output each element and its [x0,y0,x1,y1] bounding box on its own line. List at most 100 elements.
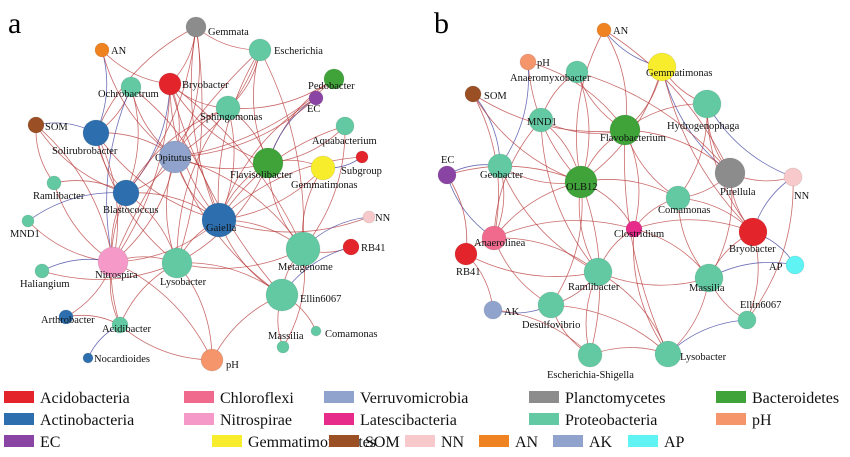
network-edge [169,83,304,250]
panel-b-letter: b [434,7,449,40]
node-label-gaiella: Gaiella [206,223,237,234]
network-edge [499,165,599,273]
network-edge [259,49,304,250]
legend-swatch-actinobacteria [4,413,34,425]
node-label-comamonas: Comamonas [658,205,711,216]
node-ec [308,90,324,106]
node-flavisolibacter [252,147,284,179]
node-acidibacter [111,316,129,334]
node-ellin6067 [265,278,299,312]
legend-swatch-acidobacteria [4,391,34,403]
legend-label-verruvomicrobia: Verruvomicrobia [360,390,468,407]
network-edge [176,107,229,264]
network-edge [446,174,468,255]
network-edge [174,97,317,158]
node-label-mnd1: MND1 [10,229,40,240]
legend-swatch-verruvomicrobia [324,391,354,403]
legend-label-ak: AK [589,434,613,451]
node-label-escherichia-shigella: Escherichia-Shigella [547,370,634,381]
node-blastococcus [112,179,140,207]
node-label-ak: AK [504,307,520,318]
network-edge [112,83,171,263]
node-lysobacter [654,340,682,368]
node-label-nitrospira: Nitrospira [95,270,138,281]
node-mnd1 [528,107,554,133]
network-edge [125,26,197,194]
legend-label-bacteroidetes: Bacteroidetes [752,390,839,407]
node-an [596,22,612,38]
network-edge [218,156,363,221]
legend-swatch-chloroflexi [184,391,214,403]
node-label-ap: AP [769,262,783,273]
node-ak [483,300,503,320]
node-nocardioides [82,352,94,364]
node-label-desulfovibrio: Desulfovibrio [522,320,580,331]
node-label-sphingomonas: Sphingomonas [200,112,262,123]
node-bryobacter [158,72,182,96]
node-label-opitutus: Opitutus [155,153,191,164]
legend-swatch-nn [405,435,435,447]
node-label-ec: EC [307,104,320,115]
network-edge [576,71,590,183]
network-edge [576,71,731,174]
node-label-flavobacterium: Flavobacterium [600,133,666,144]
legend-label-nitrospirae: Nitrospirae [220,412,292,429]
node-comamonas [665,185,691,211]
legend-swatch-proteobacteria [529,413,559,425]
network-edge [130,86,220,221]
node-comamonas [310,325,322,337]
node-bryobacter [738,217,768,247]
node-nn [783,167,803,187]
node-clostridium [625,220,643,238]
panel-a-letter: a [8,7,21,40]
legend-label-ph: pH [752,412,772,429]
network-edge [176,26,203,264]
node-massilia [276,340,290,354]
node-gemmata [185,16,207,38]
network-edge [218,216,370,233]
node-label-rb41: RB41 [456,267,481,278]
node-opitutus [158,140,192,174]
network-edge [35,124,114,263]
node-label-massilia: Massilia [268,331,304,342]
node-label-nn: NN [375,213,391,224]
node-label-escherichia: Escherichia [274,46,323,57]
node-label-ph: pH [226,360,239,371]
node-mnd1 [21,214,35,228]
network-edge [95,132,220,221]
node-label-gemmatimonas: Gemmatimonas [646,68,713,79]
node-lysobacter [161,247,193,279]
node-label-som: SOM [45,122,68,133]
legend-label-an: AN [515,434,539,451]
node-ap [785,255,805,275]
node-label-ellin6067: Ellin6067 [300,294,341,305]
node-label-som: SOM [484,91,507,102]
node-label-anaeromyxobacter: Anaeromyxobacter [510,73,591,84]
node-metagenome [285,231,321,267]
node-escherichia-shigella [577,342,603,368]
legend-label-nn: NN [441,434,465,451]
network-edge [218,97,317,221]
node-label-olb12: OLB12 [566,182,598,193]
node-label-blastococcus: Blastococcus [103,205,158,216]
network-edge [112,261,213,361]
node-label-massilia: Massilia [689,283,725,294]
network-edge [493,220,635,239]
node-label-pirellula: Pirellula [720,187,756,198]
node-label-ochrobactrum: Ochrobactrum [98,89,159,100]
legend-label-ap: AP [664,434,685,451]
node-gemmatimonas [310,155,336,181]
node-label-ramlibacter: Ramlibacter [568,282,620,293]
node-label-gemmata: Gemmata [208,27,249,38]
legend-swatch-an [479,435,509,447]
node-subgroup [355,150,369,164]
node-som [464,85,482,103]
node-label-ramlibacter: Ramlibacter [33,191,85,202]
legend-swatch-planctomycetes [529,391,559,403]
node-ellin6067 [737,310,757,330]
node-label-gemmatimonas: Gemmatimonas [291,180,358,191]
node-label-nocardioides: Nocardioides [94,354,150,365]
